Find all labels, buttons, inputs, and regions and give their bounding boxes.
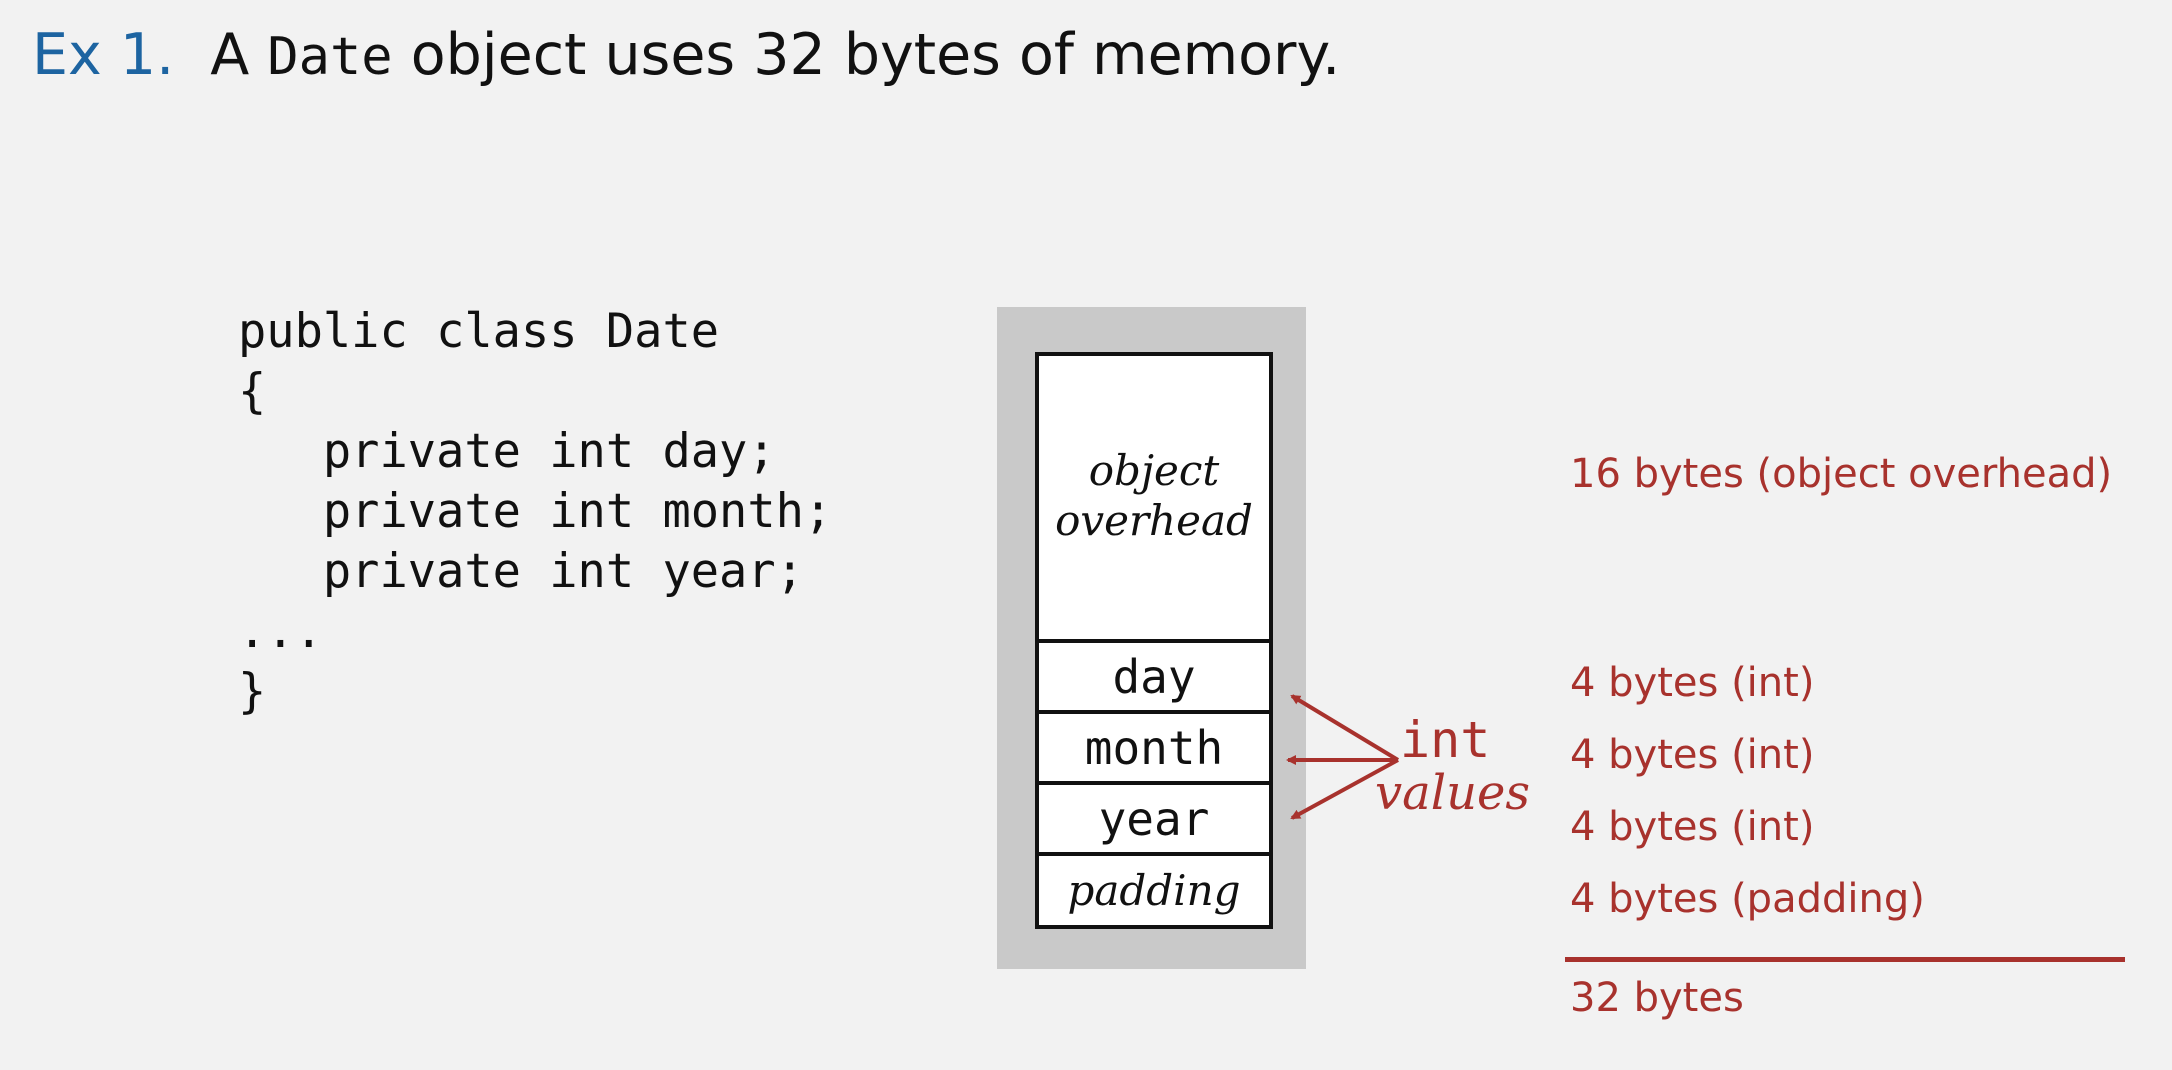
int-arrows-icon [1286, 694, 1400, 820]
code-line: ... [238, 604, 323, 659]
title-prefix: A [210, 22, 268, 88]
padding-size-label: 4 bytes (padding) [1570, 876, 1925, 922]
arrow-to-day [1290, 694, 1400, 762]
int-label: int [1400, 711, 1491, 769]
code-line: } [238, 664, 267, 719]
overhead-label-line2: overhead [1055, 496, 1253, 545]
code-line: private int year; [238, 544, 804, 599]
overhead-size-label: 16 bytes (object overhead) [1570, 451, 2113, 497]
total-divider [1565, 957, 2125, 962]
code-line: public class Date [238, 304, 720, 359]
code-line: private int month; [238, 484, 833, 539]
month-cell: month [1039, 714, 1269, 785]
month-size-label: 4 bytes (int) [1570, 732, 1815, 778]
values-label: values [1375, 765, 1531, 821]
example-label: Ex 1. [32, 22, 175, 88]
day-cell: day [1039, 643, 1269, 714]
year-size-label: 4 bytes (int) [1570, 804, 1815, 850]
total-size-label: 32 bytes [1570, 975, 1744, 1021]
day-size-label: 4 bytes (int) [1570, 660, 1815, 706]
padding-cell: padding [1067, 866, 1241, 915]
year-cell: year [1039, 785, 1269, 856]
arrow-to-year [1290, 758, 1399, 820]
code-line: { [238, 364, 267, 419]
code-block: public class Date { private int day; pri… [238, 302, 832, 722]
overhead-label-line1: object [1088, 446, 1220, 495]
memory-layout-box: object overhead day month year padding [1035, 352, 1273, 929]
code-line: private int day; [238, 424, 776, 479]
title-suffix: object uses 32 bytes of memory. [392, 22, 1341, 88]
object-overhead-cell: object overhead [1039, 356, 1269, 643]
title-class-name: Date [267, 27, 393, 87]
slide-title: Ex 1. A Date object uses 32 bytes of memo… [32, 18, 1340, 94]
